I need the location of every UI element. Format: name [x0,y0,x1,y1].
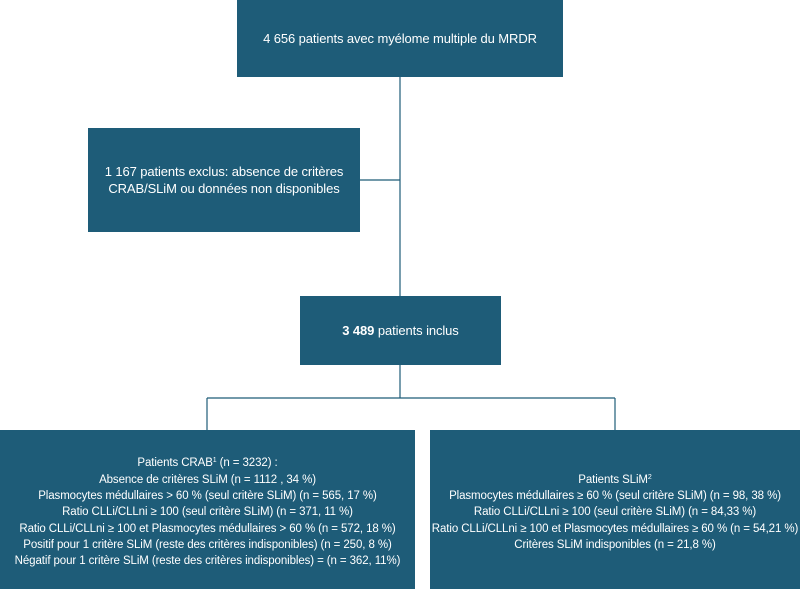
slim-footnote-marker: 2 [647,473,652,481]
slim-title: Patients SLiM2 [578,472,652,488]
excluded-line-1: 1 167 patients exclus: absence de critèr… [104,164,344,179]
crab-footnote-marker: 1 [212,457,217,465]
excluded-patients-box: 1 167 patients exclus: absence de critèr… [88,128,360,232]
crab-item: Absence de critères SLiM (n = 1112 , 34 … [99,473,316,486]
included-patients-text: 3 489 patients inclus [342,323,459,338]
slim-item: Plasmocytes médullaires ≥ 60 % (seul cri… [449,490,781,503]
included-count: 3 489 [342,323,375,338]
slim-title-text: Patients SLiM [578,473,648,486]
crab-item: Positif pour 1 critère SLiM (reste des c… [23,538,392,551]
included-patients-box: 3 489 patients inclus [300,296,501,365]
crab-item: Plasmocytes médullaires > 60 % (seul cri… [38,490,377,503]
crab-title: Patients CRAB1 (n = 3232) : [137,455,277,471]
slim-item: Critères SLiM indisponibles (n = 21,8 %) [514,538,716,551]
crab-patients-box: Patients CRAB1 (n = 3232) : Absence de c… [0,430,415,589]
crab-title-suffix: (n = 3232) : [216,457,278,470]
total-patients-text: 4 656 patients avec myélome multiple du … [263,31,537,46]
crab-item: Négatif pour 1 critère SLiM (reste des c… [14,555,401,568]
slim-item: Ratio CLLi/CLLni ≥ 100 et Plasmocytes mé… [431,522,799,535]
excluded-line-2: CRAB/SLiM ou données non disponibles [108,181,340,196]
total-patients-box: 4 656 patients avec myélome multiple du … [237,0,563,77]
crab-item: Ratio CLLi/CLLni ≥ 100 et Plasmocytes mé… [19,522,396,535]
crab-title-text: Patients CRAB [137,457,213,470]
included-label: patients inclus [374,323,459,338]
slim-item: Ratio CLLi/CLLni ≥ 100 (seul critère SLi… [473,506,757,519]
crab-item: Ratio CLLi/CLLni ≥ 100 (seul critère SLi… [62,506,353,519]
slim-patients-box: Patients SLiM2 Plasmocytes médullaires ≥… [430,430,800,589]
